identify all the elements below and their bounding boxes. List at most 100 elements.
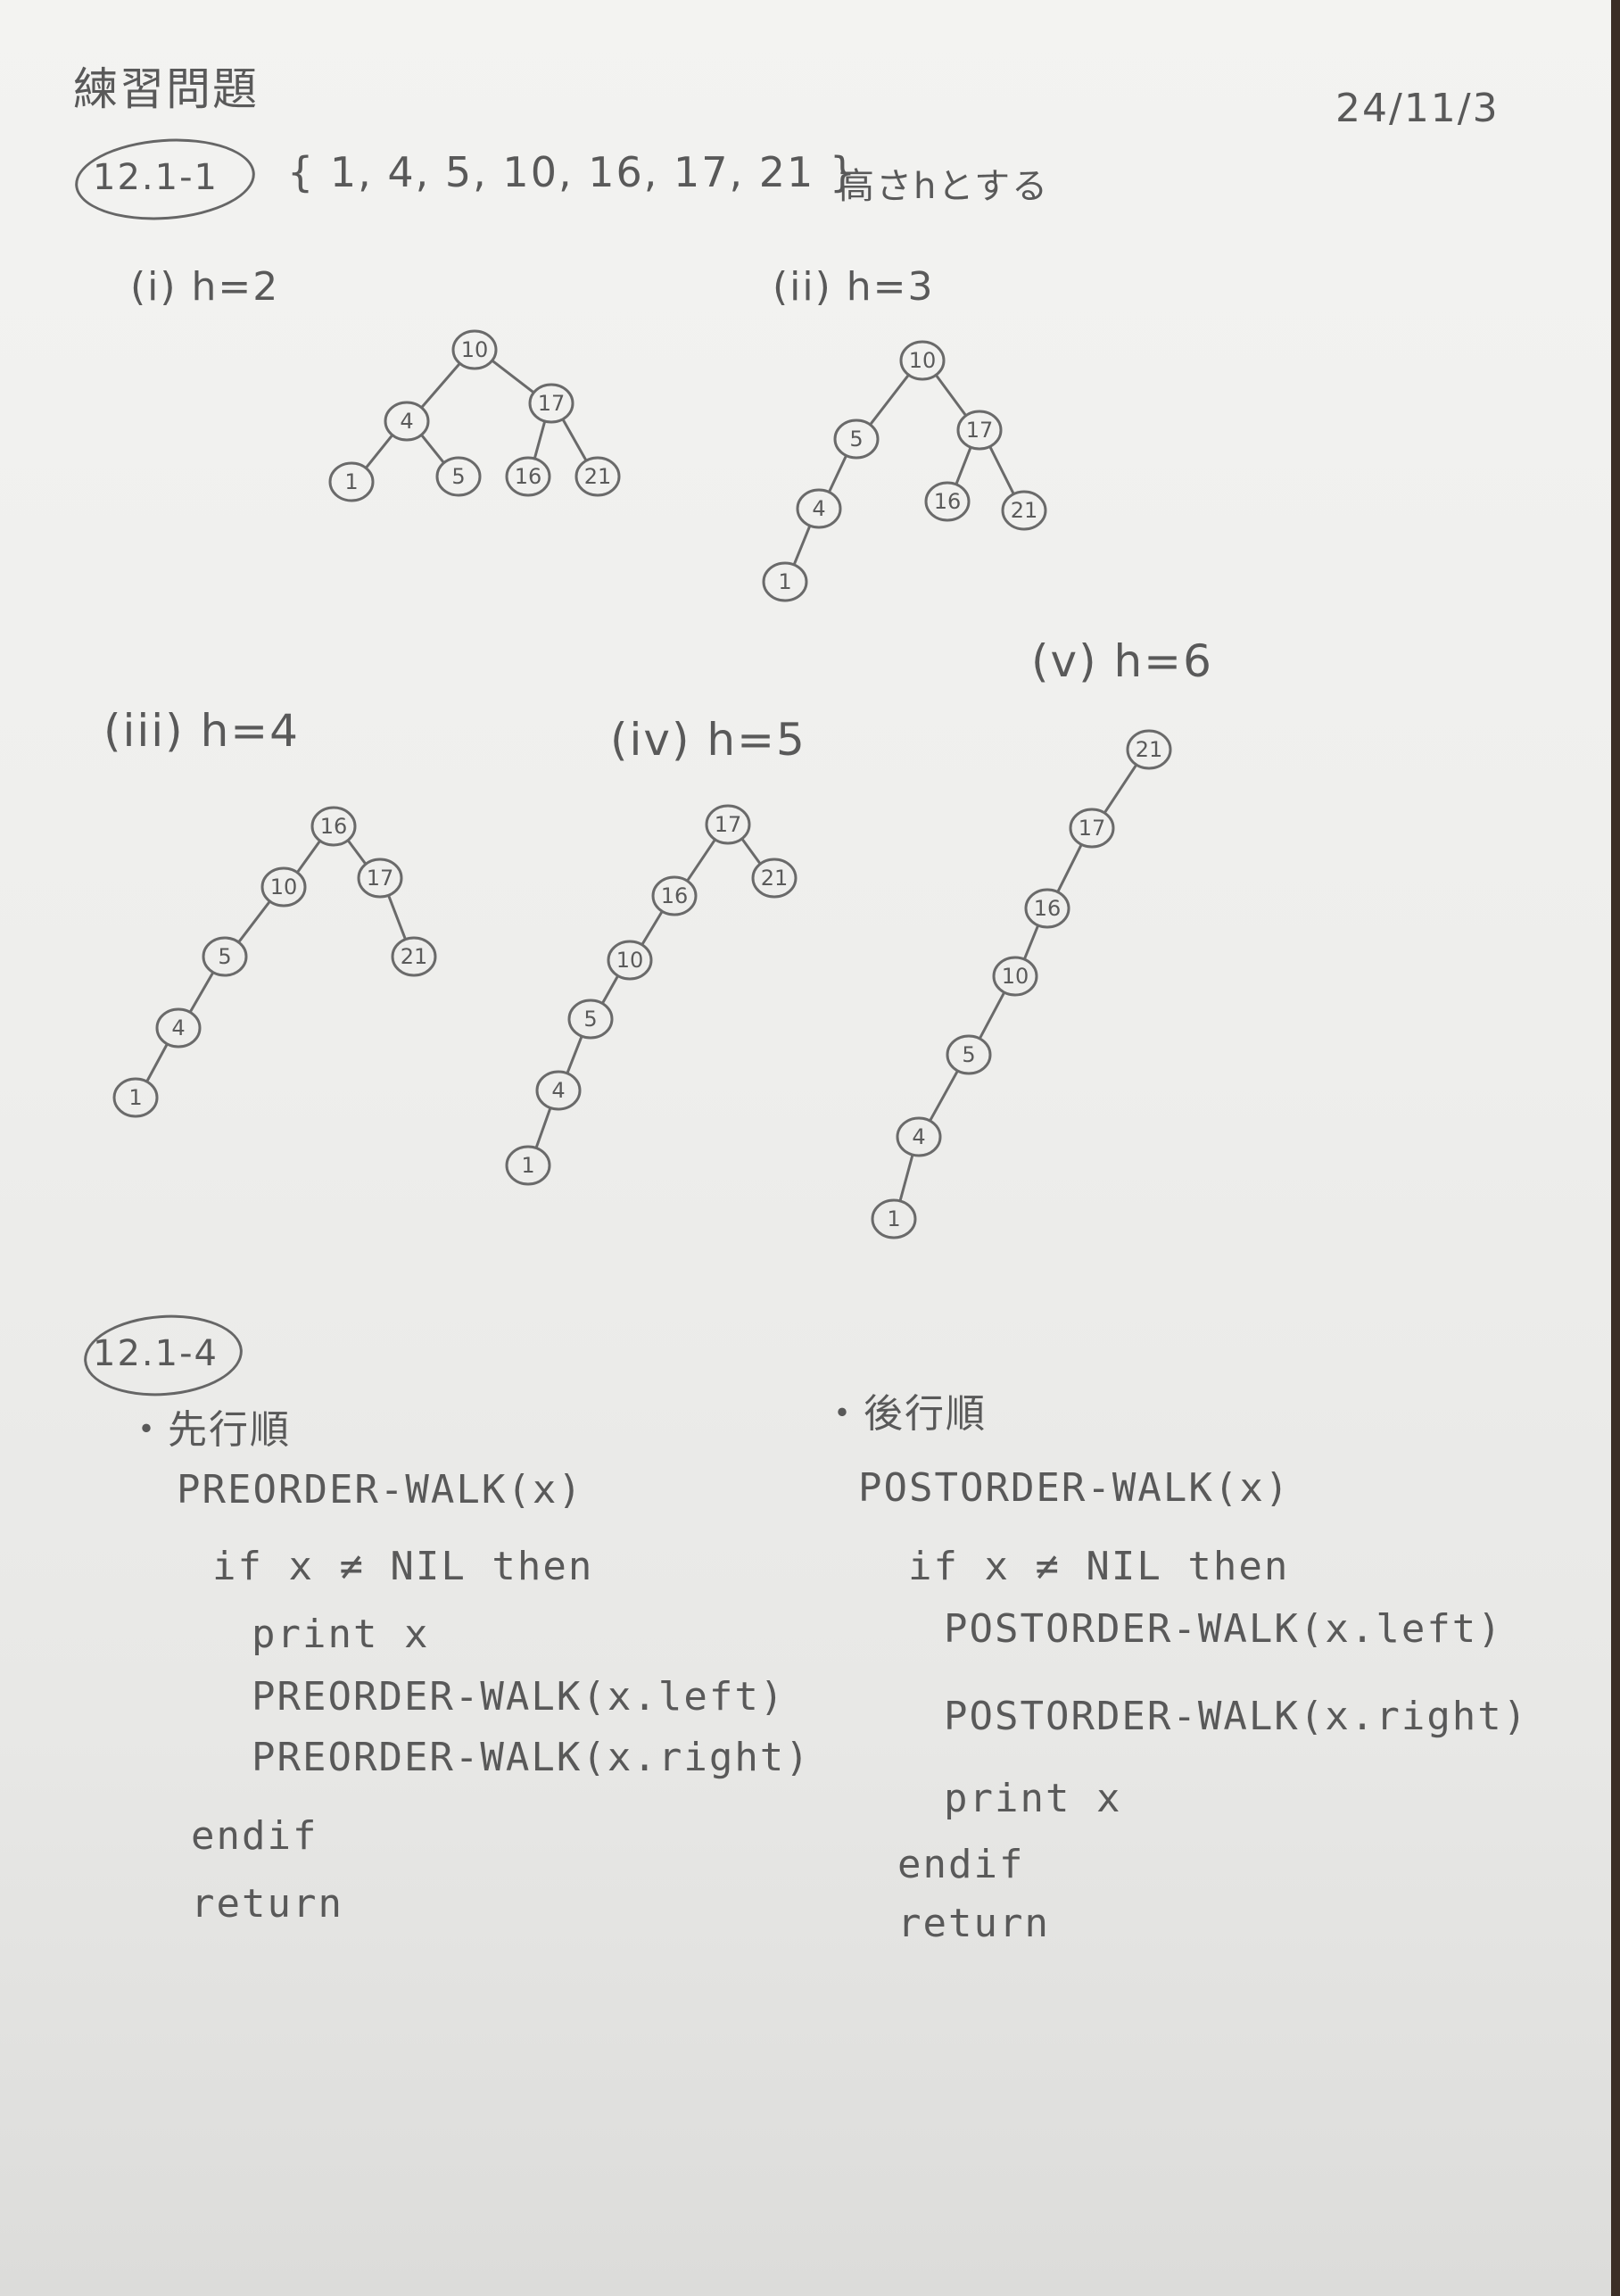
preorder-if-line: if x ≠ NIL then bbox=[212, 1544, 594, 1589]
tree-edge bbox=[828, 454, 847, 493]
node-circle bbox=[391, 936, 437, 977]
postorder-print-line: print x bbox=[944, 1776, 1122, 1821]
node-key: 21 bbox=[584, 464, 612, 489]
tree-edge bbox=[296, 840, 321, 874]
node-key: 4 bbox=[551, 1078, 565, 1103]
tree-node: 21 bbox=[1001, 490, 1047, 531]
tree-node: 10 bbox=[451, 329, 498, 370]
node-key: 17 bbox=[1079, 816, 1106, 841]
height-note: 高さhとする bbox=[839, 166, 1050, 207]
node-key: 21 bbox=[761, 866, 789, 891]
tree-node: 4 bbox=[155, 1007, 202, 1049]
node-circle bbox=[762, 561, 808, 602]
tree-node: 10 bbox=[607, 940, 653, 981]
tree-node: 16 bbox=[1024, 888, 1070, 929]
node-circle bbox=[651, 875, 698, 916]
tree-node: 4 bbox=[896, 1116, 942, 1157]
tree-node: 4 bbox=[796, 488, 842, 529]
node-key: 4 bbox=[400, 409, 413, 434]
node-key: 21 bbox=[1011, 498, 1038, 523]
node-key: 4 bbox=[912, 1124, 925, 1149]
tree-edge bbox=[792, 525, 812, 566]
postorder-endif: endif bbox=[897, 1842, 1025, 1887]
node-key: 1 bbox=[778, 569, 791, 594]
tree-edge bbox=[935, 374, 967, 417]
node-key: 10 bbox=[270, 874, 298, 899]
problem-label: 12.1-1 bbox=[93, 157, 219, 198]
node-key: 17 bbox=[966, 418, 994, 443]
tree-edge bbox=[346, 839, 368, 866]
node-circle bbox=[607, 940, 653, 981]
node-circle bbox=[328, 461, 375, 502]
node-key: 1 bbox=[887, 1206, 900, 1231]
node-circle bbox=[384, 401, 430, 442]
node-circle bbox=[155, 1007, 202, 1049]
tree-edge bbox=[1103, 764, 1138, 814]
preorder-right-call: PREORDER-WALK(x.right) bbox=[252, 1735, 811, 1780]
node-key: 16 bbox=[1034, 896, 1062, 921]
tree-edge bbox=[145, 1043, 169, 1082]
node-circle bbox=[202, 936, 248, 977]
tree-edge bbox=[533, 420, 547, 460]
node-key: 17 bbox=[367, 866, 394, 891]
page-title: 練習問題 bbox=[73, 63, 259, 115]
tree-node: 5 bbox=[202, 936, 248, 977]
node-key: 10 bbox=[616, 948, 644, 973]
tree-edge bbox=[898, 1154, 914, 1202]
node-circle bbox=[451, 329, 498, 370]
key-set: { 1, 4, 5, 10, 16, 17, 21 } bbox=[287, 148, 858, 196]
postorder-left-call: POSTORDER-WALK(x.left) bbox=[944, 1606, 1503, 1652]
node-circle bbox=[992, 956, 1038, 997]
node-circle bbox=[112, 1077, 159, 1118]
tree-edge bbox=[534, 1107, 552, 1149]
tree-edge bbox=[1056, 843, 1083, 893]
tree-edge bbox=[387, 894, 407, 941]
tree-node: 16 bbox=[310, 806, 357, 847]
node-key: 16 bbox=[934, 489, 962, 514]
tree-edge bbox=[978, 991, 1006, 1040]
tree-node: 1 bbox=[112, 1077, 159, 1118]
tree-3: 16 10 17 5 21 4 1 bbox=[112, 806, 437, 1118]
tree-node: 16 bbox=[651, 875, 698, 916]
node-circle bbox=[260, 866, 307, 908]
tree-node: 1 bbox=[328, 461, 375, 502]
node-circle bbox=[574, 456, 621, 497]
preorder-endif: endif bbox=[191, 1813, 318, 1859]
page-edge bbox=[1611, 0, 1620, 2296]
postorder-signature: POSTORDER-WALK(x) bbox=[858, 1465, 1291, 1511]
node-key: 4 bbox=[171, 1015, 185, 1040]
tree-edge bbox=[566, 1035, 583, 1074]
tree-edge bbox=[420, 434, 445, 464]
tree-node: 21 bbox=[751, 858, 798, 899]
node-circle bbox=[705, 804, 751, 845]
tree-label-3: (iii) h=4 bbox=[103, 705, 300, 757]
tree-label-4: (iv) h=5 bbox=[610, 714, 806, 766]
postorder-heading: ・後行順 bbox=[822, 1391, 987, 1437]
tree-edge bbox=[237, 900, 271, 943]
tree-edge bbox=[988, 445, 1015, 495]
node-key: 17 bbox=[715, 812, 742, 837]
tree-edge bbox=[561, 418, 588, 462]
tree-edge bbox=[1022, 924, 1040, 960]
tree-edge bbox=[420, 362, 461, 409]
tree-edge bbox=[686, 838, 716, 883]
tree-node: 5 bbox=[435, 456, 482, 497]
node-circle bbox=[505, 456, 551, 497]
tree-edge bbox=[365, 434, 393, 469]
tree-edge bbox=[601, 974, 619, 1005]
problem-label-2: 12.1-4 bbox=[93, 1333, 219, 1374]
tree-edge bbox=[740, 837, 762, 866]
tree-node: 21 bbox=[391, 936, 437, 977]
preorder-signature: PREORDER-WALK(x) bbox=[177, 1467, 583, 1513]
node-circle bbox=[567, 999, 614, 1040]
tree-node: 1 bbox=[871, 1198, 917, 1239]
node-circle bbox=[871, 1198, 917, 1239]
node-key: 1 bbox=[521, 1153, 534, 1178]
tree-node: 10 bbox=[899, 340, 946, 381]
node-key: 16 bbox=[515, 464, 542, 489]
node-circle bbox=[1024, 888, 1070, 929]
